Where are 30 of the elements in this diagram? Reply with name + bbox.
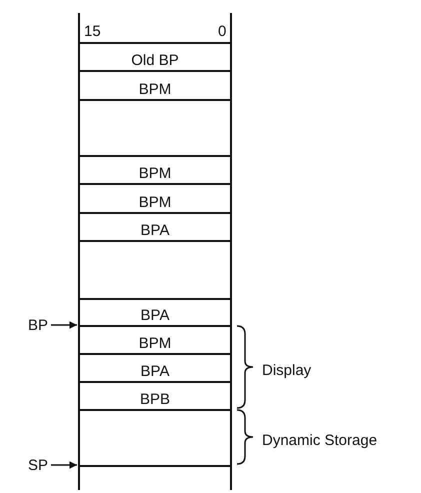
bit-number: 0 [218,23,226,40]
cell-label: BPM [138,81,172,98]
empty-stack-cell [78,465,232,490]
stack-cell [78,42,232,70]
cell-label: BPM [138,165,172,182]
arrow [51,321,77,329]
stack-cell [78,183,232,212]
stack-cell [78,155,232,183]
cell-label: BPA [140,222,170,239]
region-label: Display [262,362,312,379]
arrow [51,461,77,469]
pointer-label: SP [28,457,48,474]
cell-label: BPA [140,363,170,380]
stack-cell [78,353,232,381]
stack-cell [78,381,232,409]
cell-label: BPB [140,391,170,408]
stack-cell [78,325,232,353]
empty-stack-cell [78,240,232,298]
stack-cell [78,70,232,99]
cell-label: BPM [138,194,172,211]
cell-label: BPA [140,307,170,324]
stack-cell [78,298,232,325]
cell-label: Old BP [131,52,179,69]
pointer-label: BP [28,317,48,334]
empty-stack-cell [78,409,232,465]
bit-number: 15 [84,23,101,40]
region-label: Dynamic Storage [262,432,378,449]
empty-stack-cell [78,99,232,155]
cell-label: BPM [138,335,172,352]
stack-cell [78,212,232,240]
